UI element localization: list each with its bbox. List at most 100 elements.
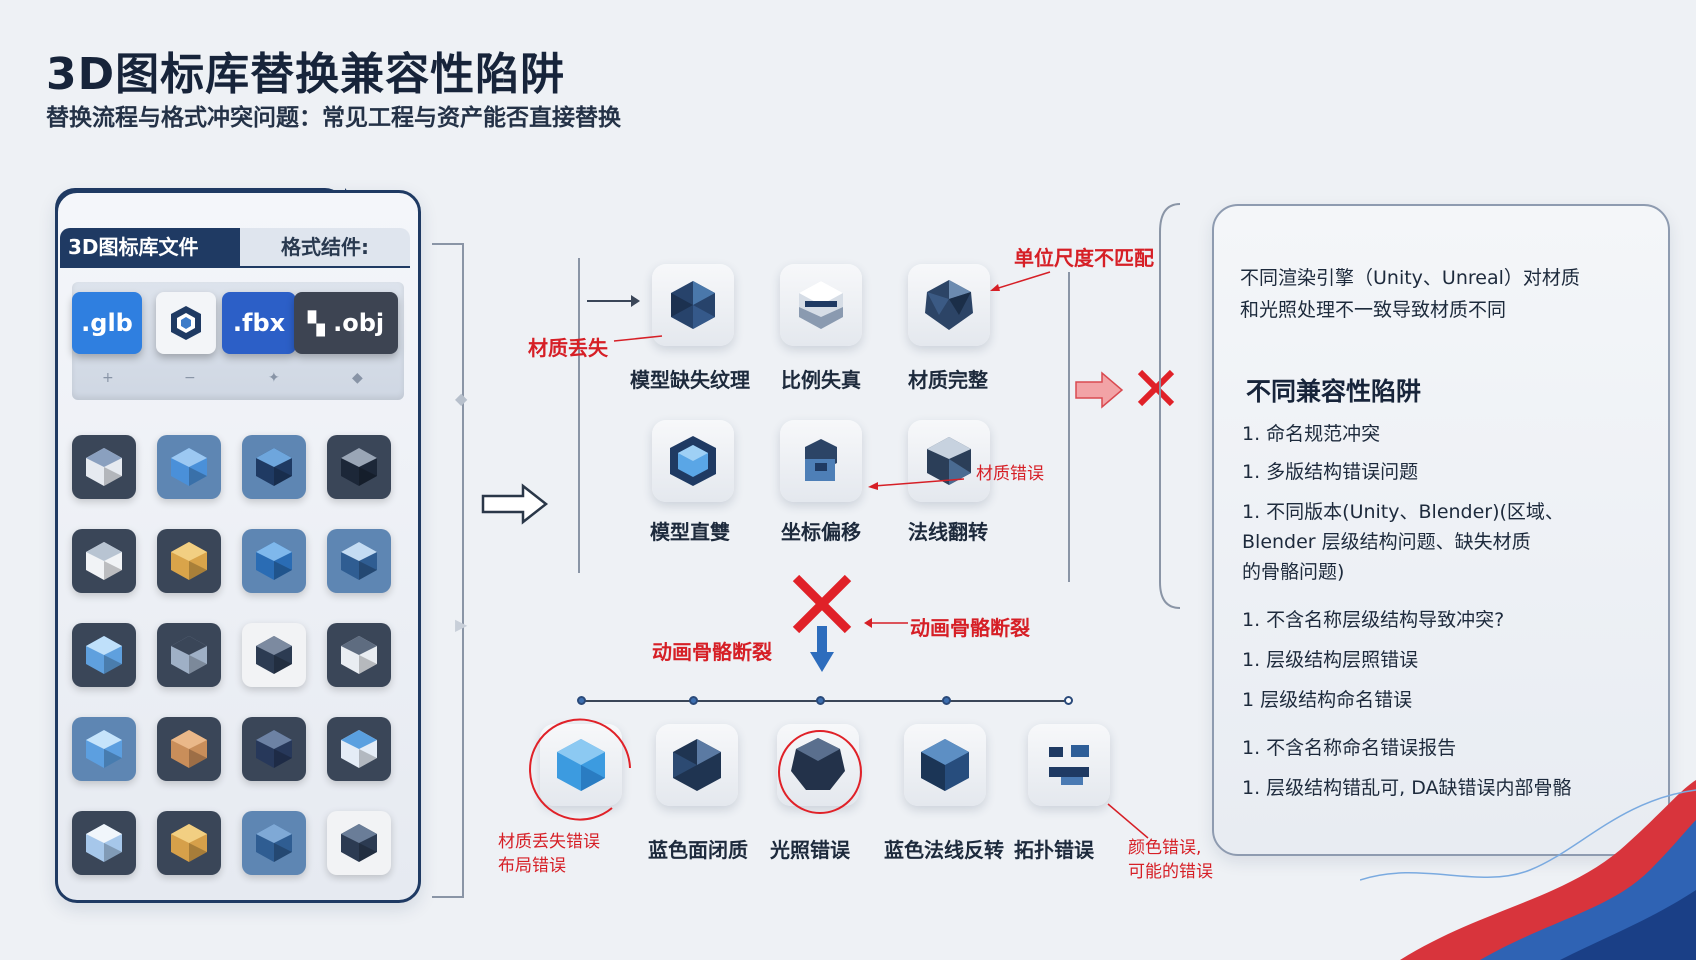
icon-tile[interactable] bbox=[327, 811, 391, 875]
format-card-fbx[interactable]: .fbx bbox=[222, 292, 296, 354]
cube-format-card[interactable] bbox=[156, 292, 216, 354]
bracket-top bbox=[432, 243, 464, 245]
icon-tile[interactable] bbox=[72, 811, 136, 875]
icon-tile[interactable] bbox=[157, 529, 221, 593]
bottom-right-note-line1: 颜色错误, bbox=[1128, 838, 1202, 858]
bracket-vertical bbox=[462, 243, 464, 897]
right-item: 1. 不含名称层级结构导致冲突? bbox=[1242, 609, 1505, 631]
callout-material-loss: 材质丢失 bbox=[528, 336, 608, 360]
icon-tile[interactable] bbox=[327, 717, 391, 781]
format-glb-label: .glb bbox=[81, 309, 133, 337]
format-card-obj[interactable]: ▚ .obj bbox=[294, 292, 398, 354]
card-missing-texture[interactable] bbox=[652, 264, 734, 346]
format-card-glb[interactable]: .glb bbox=[72, 292, 142, 354]
icon-tile[interactable] bbox=[157, 717, 221, 781]
bottom-label-4: 拓扑错误 bbox=[1014, 838, 1094, 862]
format-obj-label: .obj bbox=[333, 309, 385, 337]
polyhedron-icon bbox=[171, 542, 207, 580]
icon-tile[interactable] bbox=[327, 529, 391, 593]
timeline-dot bbox=[689, 696, 698, 705]
icon-tile[interactable] bbox=[242, 717, 306, 781]
timeline-dot bbox=[942, 696, 951, 705]
hex-cube-icon bbox=[171, 306, 201, 340]
icon-tile[interactable] bbox=[327, 623, 391, 687]
format-fbx-label: .fbx bbox=[232, 309, 286, 337]
icon-tile[interactable] bbox=[157, 435, 221, 499]
library-tab[interactable]: 3D图标库文件 bbox=[60, 228, 240, 266]
callout-arrow-icon-5 bbox=[1107, 803, 1149, 839]
polyhedron-icon bbox=[256, 824, 292, 862]
down-arrow-icon bbox=[810, 626, 834, 672]
right-item: 1. 层级结构层照错误 bbox=[1242, 649, 1419, 671]
bottom-card-2[interactable] bbox=[656, 724, 738, 806]
polyhedron-icon bbox=[256, 542, 292, 580]
page-title: 3D图标库替换兼容性陷阱 bbox=[46, 49, 566, 100]
dark-gem-icon bbox=[673, 739, 721, 791]
right-item: 1. 不同版本(Unity、Blender)(区域、 bbox=[1242, 501, 1564, 523]
polyhedron-icon bbox=[341, 542, 377, 580]
polyhedron-icon bbox=[171, 448, 207, 486]
timeline-line bbox=[582, 700, 1068, 702]
callout-unit-mismatch: 单位尺度不匹配 bbox=[1014, 246, 1154, 270]
icon-tile[interactable] bbox=[242, 623, 306, 687]
right-info-panel bbox=[1212, 204, 1670, 856]
callout-arrow-icon-3 bbox=[868, 478, 965, 490]
icon-tile[interactable] bbox=[72, 435, 136, 499]
format-files-box: .glb .fbx ▚ .obj + − ✦ ◆ bbox=[72, 282, 404, 400]
bottom-card-4[interactable] bbox=[904, 724, 986, 806]
right-item: 1 层级结构命名错误 bbox=[1242, 689, 1413, 711]
polyhedron-icon bbox=[86, 636, 122, 674]
bottom-right-note: 颜色错误, 可能的错误 bbox=[1128, 836, 1213, 884]
polyhedron-icon bbox=[256, 636, 292, 674]
polyhedron-icon bbox=[171, 824, 207, 862]
diamond-icon: ✦ bbox=[268, 370, 280, 386]
blue-gem-icon bbox=[557, 739, 605, 791]
polyhedron-icon bbox=[341, 824, 377, 862]
card-coordinate-offset[interactable] bbox=[780, 420, 862, 502]
card-normal-flip[interactable] bbox=[908, 420, 990, 502]
right-item: Blender 层级结构问题、缺失材质 bbox=[1242, 531, 1531, 553]
label-material-complete: 材质完整 bbox=[908, 368, 988, 392]
icon-tile[interactable] bbox=[72, 529, 136, 593]
icon-tile[interactable] bbox=[157, 623, 221, 687]
polyhedron-icon bbox=[256, 730, 292, 768]
icon-tile[interactable] bbox=[72, 717, 136, 781]
icon-tile[interactable] bbox=[242, 529, 306, 593]
grid-icon: ▚ bbox=[307, 312, 325, 337]
bracket-node-icon: ◆ bbox=[455, 389, 468, 408]
decorative-wave bbox=[1360, 780, 1696, 960]
polyhedron-icon bbox=[341, 636, 377, 674]
bottom-card-5[interactable] bbox=[1028, 724, 1110, 806]
polyhedron-icon bbox=[171, 636, 207, 674]
card-model-straight[interactable] bbox=[652, 420, 734, 502]
bottom-card-1[interactable] bbox=[540, 724, 622, 806]
plus-icon: + bbox=[102, 370, 114, 386]
diamond-small-icon: ◆ bbox=[352, 370, 363, 386]
card-scale-distortion[interactable] bbox=[780, 264, 862, 346]
faceted-gem-icon bbox=[925, 280, 973, 330]
card-material-complete[interactable] bbox=[908, 264, 990, 346]
right-item: 1. 不含名称命名错误报告 bbox=[1242, 737, 1457, 759]
callout-animation-right: 动画骨骼断裂 bbox=[910, 616, 1030, 640]
icon-tile[interactable] bbox=[242, 811, 306, 875]
bottom-card-3[interactable] bbox=[777, 724, 859, 806]
bottom-left-note-line1: 材质丢失错误 bbox=[498, 832, 600, 852]
callout-material-error: 材质错误 bbox=[976, 464, 1044, 484]
timeline-dot bbox=[816, 696, 825, 705]
label-normal-flip: 法线翻转 bbox=[908, 520, 988, 544]
icon-tile[interactable] bbox=[327, 435, 391, 499]
bottom-left-note: 材质丢失错误 布局错误 bbox=[498, 830, 600, 878]
right-item: 1. 多版结构错误问题 bbox=[1242, 461, 1419, 483]
bracket-node-icon-2: ▶ bbox=[455, 615, 468, 634]
icon-tile[interactable] bbox=[72, 623, 136, 687]
error-cross-icon bbox=[1137, 369, 1175, 407]
offset-block-icon bbox=[805, 439, 837, 481]
icon-tile[interactable] bbox=[242, 435, 306, 499]
callout-arrow-icon-2 bbox=[990, 271, 1051, 291]
icon-tile[interactable] bbox=[157, 811, 221, 875]
label-model-straight: 模型直雙 bbox=[650, 520, 730, 544]
library-header: 3D图标库文件 格式结件: bbox=[60, 228, 410, 268]
label-coordinate-offset: 坐标偏移 bbox=[781, 520, 861, 544]
timeline-dot bbox=[577, 696, 586, 705]
right-curly-bracket bbox=[1159, 203, 1181, 609]
